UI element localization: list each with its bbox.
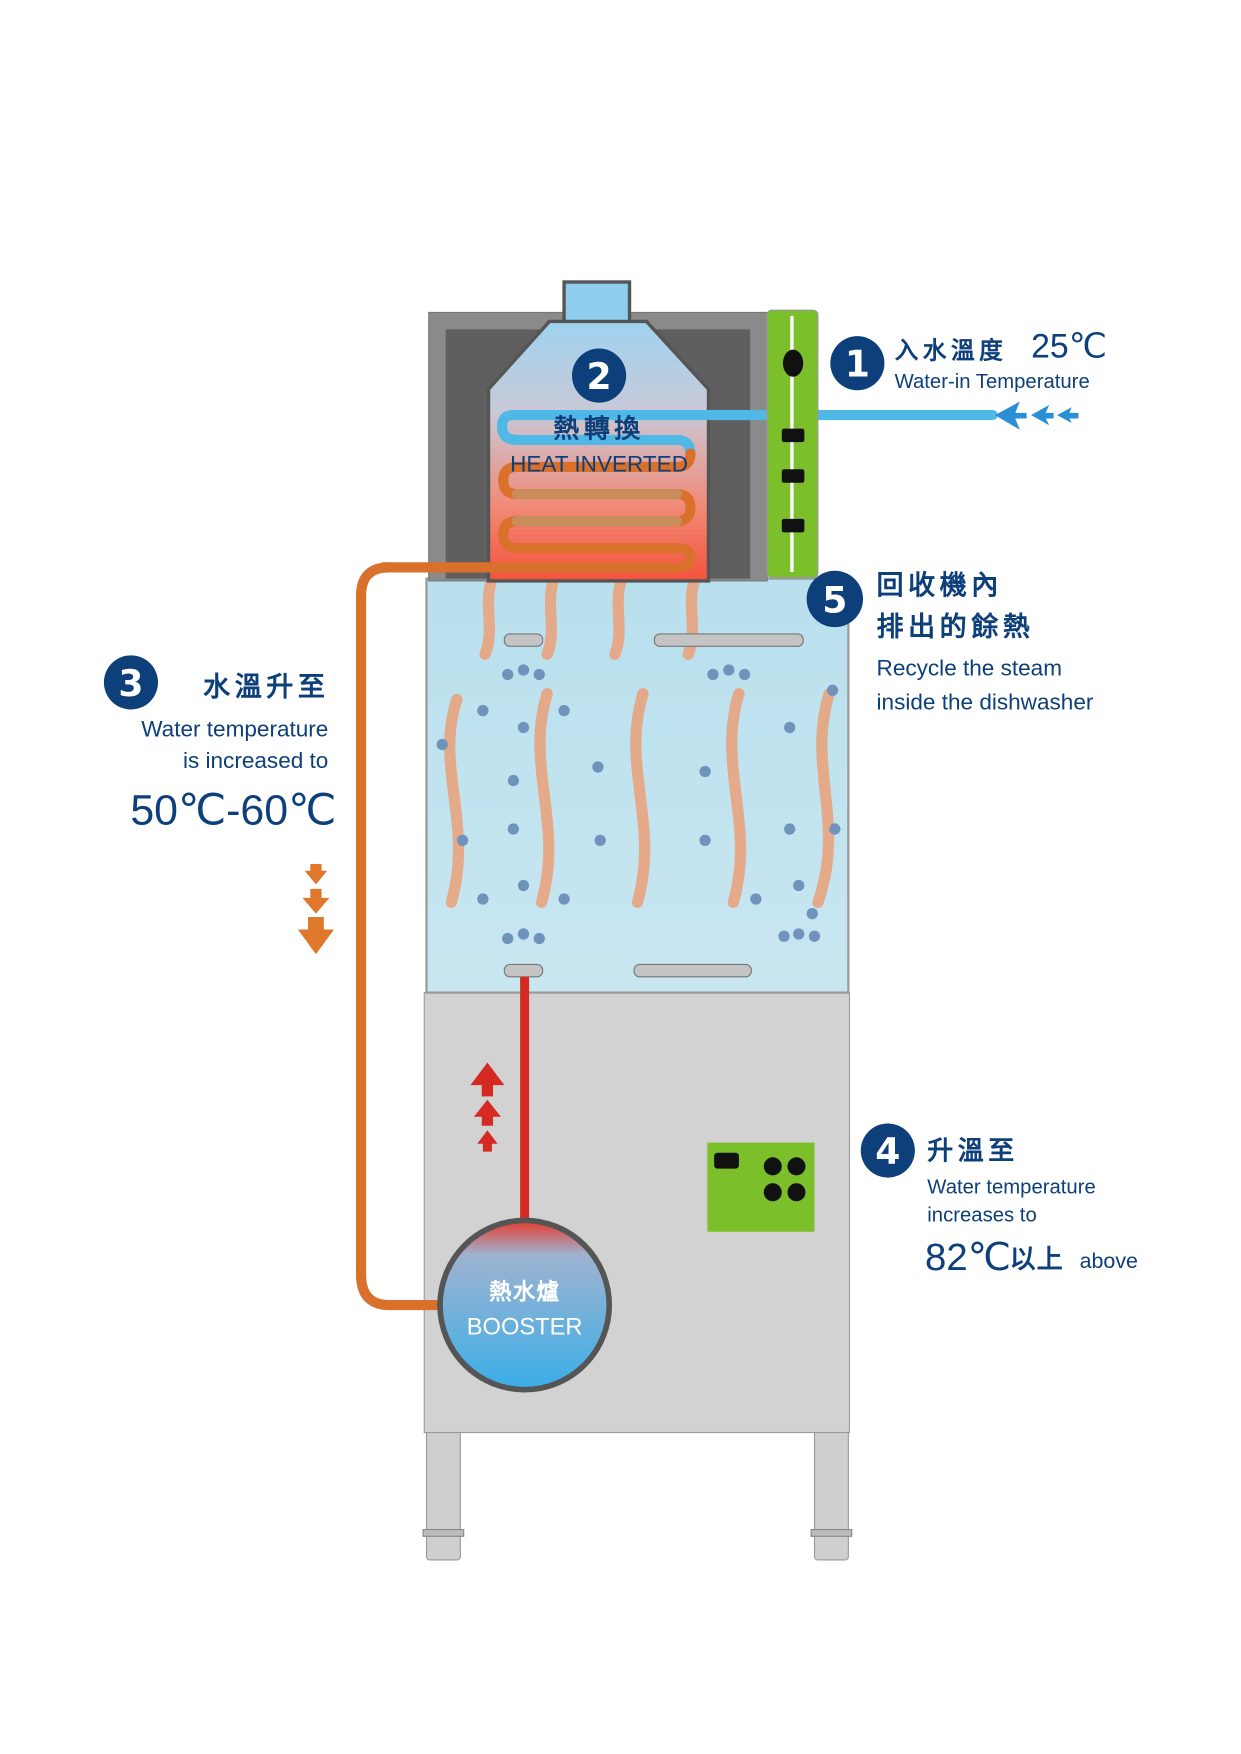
step-5-badge: 5	[822, 579, 847, 621]
chimney	[562, 280, 632, 329]
step-4-suffix-zh: 以上	[1010, 1245, 1064, 1275]
step-4-desc-2: increases to	[927, 1205, 1036, 1227]
step-3: 3 水溫升至 Water temperature is increased to…	[103, 655, 336, 835]
step-5: 5 回收機內 排出的餘熱 Recycle the steam inside th…	[806, 570, 1094, 714]
down-arrows-icon	[297, 864, 334, 955]
booster-label-en: BOOSTER	[467, 1314, 583, 1340]
step-5-title-2: 排出的餘熱	[877, 611, 1035, 643]
step-4-suffix-en: above	[1080, 1249, 1138, 1273]
water-droplets	[436, 664, 841, 945]
steam-waves	[444, 563, 835, 909]
step-4-badge: 4	[875, 1131, 900, 1173]
step-1-temp: 25℃	[1031, 328, 1107, 366]
control-panel[interactable]	[707, 1142, 815, 1232]
warm-water-pipe	[355, 562, 446, 1311]
step-4: 4 升溫至 Water temperature increases to 82℃…	[860, 1123, 1138, 1279]
step-2: 2 熱轉換 HEAT INVERTED	[510, 348, 688, 476]
inlet-arrows-icon	[994, 401, 1079, 430]
legs	[422, 1429, 853, 1561]
step-1-badge: 1	[845, 344, 870, 386]
step-4-title: 升溫至	[927, 1137, 1018, 1167]
booster-label-zh: 熱水爐	[489, 1279, 560, 1305]
step-2-badge: 2	[587, 356, 612, 398]
spray-arms	[503, 633, 804, 978]
heat-coil	[378, 410, 998, 573]
step-2-title: 熱轉換	[553, 415, 644, 445]
booster-tank: 熱水爐 BOOSTER	[437, 1217, 613, 1393]
step-4-desc-1: Water temperature	[927, 1176, 1095, 1198]
step-5-desc-1: Recycle the steam	[877, 656, 1062, 681]
step-4-temp: 82℃	[925, 1236, 1011, 1279]
step-3-title: 水溫升至	[203, 672, 329, 703]
step-3-badge: 3	[118, 663, 143, 705]
step-1-desc: Water-in Temperature	[895, 371, 1090, 393]
up-arrows-icon	[470, 1062, 505, 1152]
step-5-title-1: 回收機內	[877, 570, 1003, 601]
step-3-temp: 50℃-60℃	[130, 787, 336, 835]
step-1: 1 入水溫度 25℃ Water-in Temperature	[830, 328, 1107, 393]
step-3-desc-2: is increased to	[183, 748, 328, 773]
inlet-panel	[766, 309, 819, 579]
step-3-desc-1: Water temperature	[141, 717, 328, 742]
step-1-title: 入水溫度	[895, 337, 1008, 365]
step-2-desc: HEAT INVERTED	[510, 451, 688, 476]
step-5-desc-2: inside the dishwasher	[877, 689, 1094, 714]
